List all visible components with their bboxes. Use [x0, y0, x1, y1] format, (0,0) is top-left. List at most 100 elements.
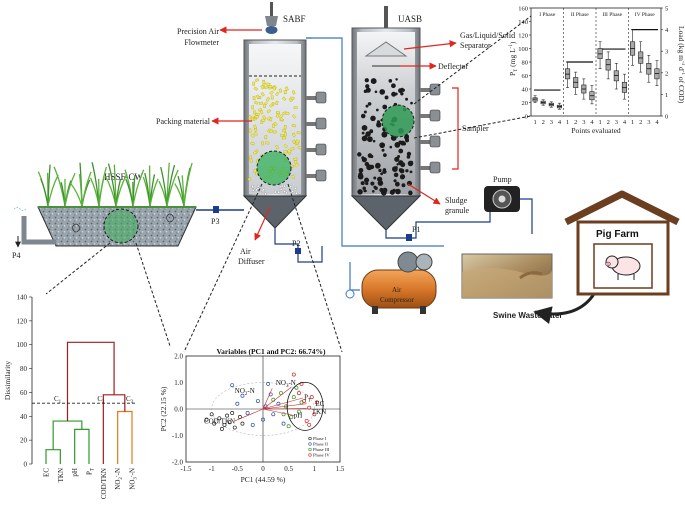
pca-y-label: PC2 (22.15 %): [159, 386, 168, 431]
packing-particle: [263, 103, 266, 108]
air-bubble: [277, 190, 281, 194]
pca-variable-label: PT: [304, 394, 311, 404]
packing-particle: [252, 110, 257, 115]
phase-title: I Phase: [539, 12, 556, 18]
pig-farm: Pig Farm: [564, 190, 680, 296]
sampler-pipe: [306, 174, 318, 178]
packing-particle: [260, 91, 265, 97]
pca-legend-label: Phase IV: [313, 453, 330, 458]
pca-point: [294, 385, 299, 390]
sludge-granule: [365, 181, 369, 186]
pca-point: [286, 424, 291, 429]
x-tick-label: 3: [647, 119, 650, 126]
air-bubble: [256, 184, 260, 188]
packing-particle: [281, 136, 286, 140]
packing-particle: [281, 96, 287, 101]
plant-blade: [115, 174, 127, 207]
pca-variable-label: EC: [315, 400, 324, 408]
pump-label: Pump: [493, 175, 512, 184]
dendro-link: [117, 410, 133, 464]
pca-point: [230, 383, 235, 388]
sampler-pipe: [420, 166, 432, 170]
packing-particle: [283, 143, 288, 149]
sludge-granule: [382, 168, 387, 172]
sludge-granule: [358, 167, 364, 173]
air-bubble: [291, 190, 294, 193]
plant-blade: [166, 169, 179, 207]
uasb-title: UASB: [398, 14, 422, 24]
sludge-granule: [371, 190, 375, 193]
sludge-granule: [363, 189, 367, 193]
dendro-link: [45, 449, 61, 464]
sampler-valve-icon: [429, 83, 441, 96]
uasb-sampling-valves[interactable]: [420, 83, 441, 174]
dendro-leaf-label: pH: [71, 468, 79, 477]
packing-particle: [291, 114, 297, 119]
sludge-granule: [384, 95, 389, 100]
dendro-leaf-label: TKN: [57, 468, 65, 482]
packing-particle: [293, 157, 298, 161]
valve-p3-icon: [213, 206, 219, 213]
packing-particle: [268, 85, 273, 89]
pca-point: [291, 372, 296, 377]
sludge-granule: [367, 102, 372, 106]
packing-particle: [279, 114, 284, 119]
y-left-tick-label: 160: [518, 6, 528, 13]
compressor-leg: [372, 306, 378, 314]
air-bubble: [294, 187, 297, 190]
pca-point: [289, 415, 294, 419]
air-bubble: [273, 190, 277, 194]
x-tick-label: 2: [607, 119, 610, 126]
pca-cluster-ellipse: [286, 381, 324, 431]
dendro-y-tick-label: 120: [17, 317, 28, 325]
pca-point: [296, 391, 301, 396]
dendro-cluster-label: C2: [97, 395, 105, 405]
pca-legend-label: Phase I: [313, 436, 327, 441]
pca-y-tick-label: 0.0: [174, 406, 183, 414]
pig-farm-label: Pig Farm: [596, 229, 639, 240]
packing-particle: [278, 88, 283, 93]
pca-loading-vector: [234, 408, 264, 422]
air-bubble: [256, 187, 260, 190]
air-compressor: Air Compressor: [361, 251, 437, 314]
dendro-link: [66, 341, 115, 422]
sampler-valve-icon: [315, 143, 327, 156]
plant-blade: [78, 174, 83, 207]
pca-point: [309, 395, 314, 400]
packing-particle: [288, 97, 293, 103]
sludge-granule: [360, 113, 366, 119]
sludge-granule: [363, 89, 368, 94]
packing-particle: [279, 133, 285, 137]
pca-loading-vector: [262, 408, 295, 416]
pca-x-tick-label: -0.5: [232, 465, 244, 473]
pca-point: [235, 401, 240, 406]
swine-wastewater-photo: [461, 253, 553, 299]
x-tick-label: 2: [639, 119, 642, 126]
air-diffuser-arrow: [254, 206, 271, 241]
sludge-granule: [398, 88, 403, 94]
zoom-line: [183, 183, 263, 353]
outlet-pipe: [21, 216, 56, 245]
air-bubble: [262, 188, 265, 192]
sludge-granule: [357, 189, 363, 195]
sludge-granule: [399, 174, 406, 180]
sampler-pipe: [420, 88, 432, 92]
sludge-granule: [365, 104, 369, 108]
packing-particle: [292, 132, 296, 137]
sludge-granule: [381, 148, 385, 152]
pca-variable-label: TKN: [312, 408, 326, 416]
x-tick-label: 2: [574, 119, 577, 126]
pca-x-tick-label: 1: [313, 465, 317, 473]
valve-p2-icon: [295, 248, 301, 254]
packing-particle: [254, 115, 259, 119]
sampler-valve-icon: [315, 117, 327, 130]
packing-particle: [293, 106, 298, 110]
packing-particle: [272, 123, 276, 128]
sludge-granule: [406, 151, 412, 157]
pca-point: [268, 392, 273, 397]
packing-particle: [262, 79, 266, 84]
x-tick-label: 4: [655, 119, 659, 126]
diffuser-bubbles: [251, 184, 298, 196]
sabf-sampling-valves[interactable]: [306, 91, 327, 182]
sampler-bracket: [452, 87, 459, 170]
